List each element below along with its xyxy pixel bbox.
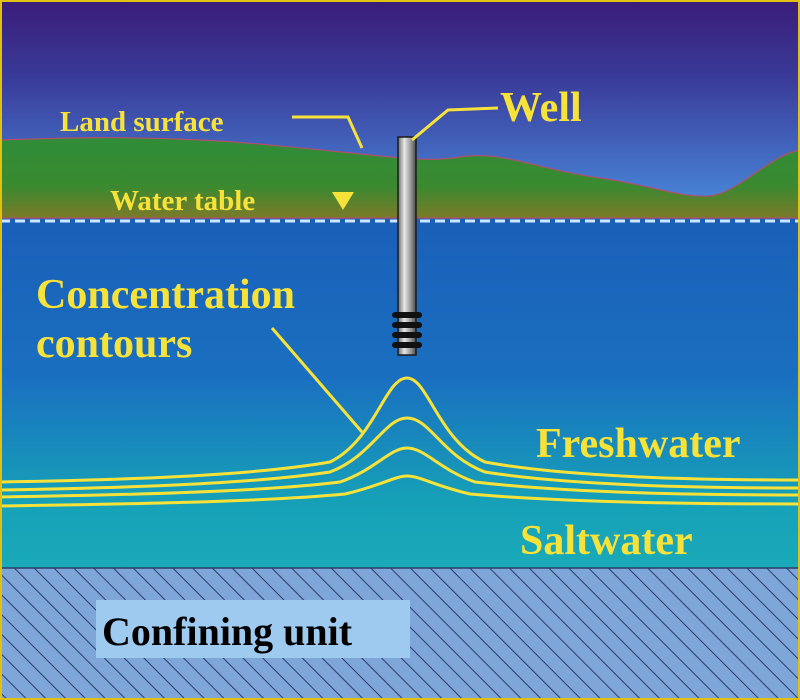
concentration-leader [270, 327, 364, 433]
confining-unit-label: Confining unit [102, 609, 353, 654]
well-screen-slot-2 [392, 322, 422, 328]
land-surface-leader [292, 115, 364, 149]
down-triangle-icon [332, 192, 354, 210]
concentration-label-line2: contours [36, 321, 192, 367]
water-table-label: Water table [110, 185, 255, 217]
contour-line-2 [0, 416, 800, 492]
well-screen-slot-3 [392, 332, 422, 338]
land-surface-label: Land surface [60, 106, 224, 138]
well-screen-slot-4 [392, 342, 422, 348]
well-casing [397, 136, 417, 356]
contour-line-3 [0, 446, 800, 499]
well [392, 136, 422, 356]
well-label: Well [500, 85, 582, 131]
concentration-label-line1: Concentration [36, 272, 295, 318]
contour-line-4 [0, 474, 800, 508]
freshwater-label: Freshwater [536, 421, 740, 467]
well-leader [411, 106, 499, 142]
well-screen-slot-1 [392, 312, 422, 318]
leader-lines [270, 106, 499, 433]
concentration-contours [0, 376, 800, 508]
contour-line-1 [0, 376, 800, 484]
confining-label-bg [96, 600, 410, 658]
saltwater-label: Saltwater [520, 518, 693, 564]
